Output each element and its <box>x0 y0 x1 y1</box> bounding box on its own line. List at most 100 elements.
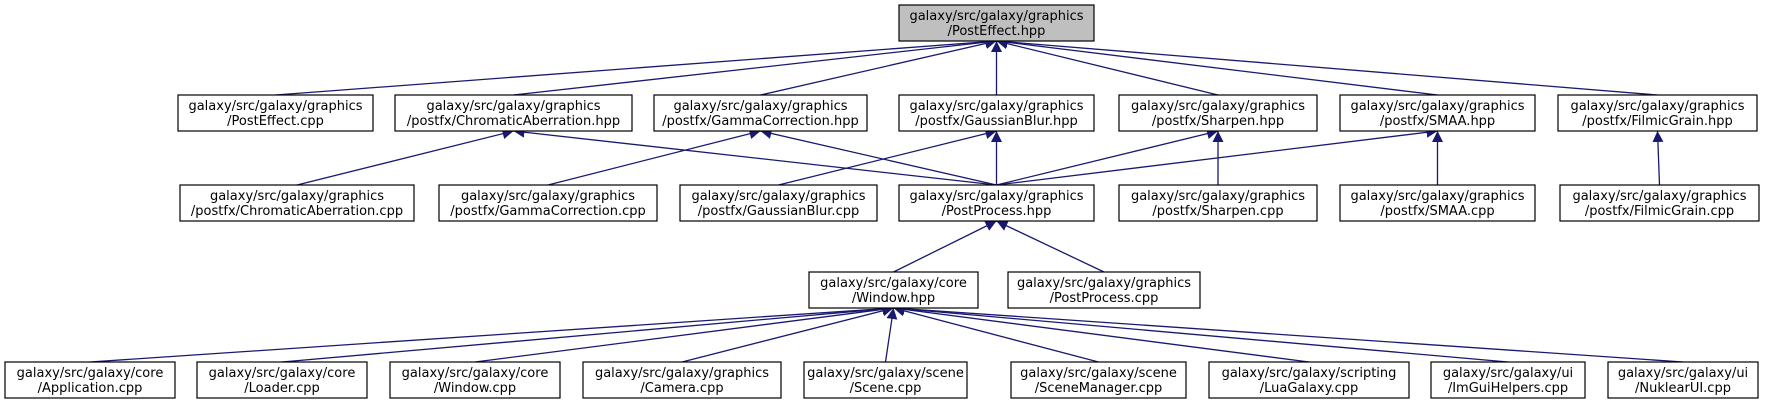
node-nuklearui-cpp[interactable]: galaxy/src/galaxy/ui/NuklearUI.cpp <box>1607 361 1759 399</box>
edge-window-hpp-to-postprocess-hpp <box>893 220 997 273</box>
edge-postprocess-hpp-to-smaa-hpp <box>996 126 1438 186</box>
edge-line <box>996 36 1438 96</box>
edge-line <box>884 307 898 363</box>
node-postprocess-cpp[interactable]: galaxy/src/galaxy/graphics/PostProcess.c… <box>1007 271 1201 309</box>
node-label-line2: /postfx/FilmicGrain.cpp <box>1585 204 1734 219</box>
node-label-line2: /PostProcess.cpp <box>1050 291 1159 306</box>
node-label-line1: galaxy/src/galaxy/ui <box>1443 366 1573 381</box>
node-box <box>898 184 1095 222</box>
node-label-line2: /postfx/GaussianBlur.hpp <box>915 114 1078 129</box>
node-label-line2: /NuklearUI.cpp <box>1635 381 1731 396</box>
node-label-line2: /postfx/Sharpen.cpp <box>1152 204 1283 219</box>
node-box <box>653 94 868 132</box>
node-label-line1: galaxy/src/galaxy/scene <box>1020 366 1177 381</box>
edge-luagalaxy-cpp-to-window-hpp <box>893 303 1310 363</box>
node-label-line1: galaxy/src/galaxy/graphics <box>909 189 1083 204</box>
node-box <box>1339 184 1536 222</box>
edge-line <box>89 303 894 363</box>
node-box <box>196 361 368 399</box>
edge-window-cpp-to-window-hpp <box>474 303 894 363</box>
edge-gamma-cpp-to-gamma-hpp <box>547 128 761 186</box>
node-postprocess-hpp[interactable]: galaxy/src/galaxy/graphics/PostProcess.h… <box>898 184 1095 222</box>
node-label-line2: /postfx/ChromaticAberration.cpp <box>191 204 403 219</box>
edge-filmic-hpp-to-posteffect-hpp <box>996 36 1658 96</box>
edge-line <box>1652 130 1664 186</box>
node-label-line2: /PostProcess.hpp <box>942 204 1052 219</box>
edge-scenemanager-cpp-to-window-hpp <box>893 305 1099 363</box>
edge-camera-cpp-to-window-hpp <box>681 305 894 363</box>
node-gaussian-hpp[interactable]: galaxy/src/galaxy/graphics/postfx/Gaussi… <box>898 94 1095 132</box>
node-label-line1: galaxy/src/galaxy/core <box>209 366 356 381</box>
node-scenemanager-cpp[interactable]: galaxy/src/galaxy/scene/SceneManager.cpp <box>1010 361 1187 399</box>
node-box <box>803 361 968 399</box>
edge-scene-cpp-to-window-hpp <box>884 307 898 363</box>
node-smaa-cpp[interactable]: galaxy/src/galaxy/graphics/postfx/SMAA.c… <box>1339 184 1536 222</box>
node-smaa-hpp[interactable]: galaxy/src/galaxy/graphics/postfx/SMAA.h… <box>1339 94 1536 132</box>
node-camera-cpp[interactable]: galaxy/src/galaxy/graphics/Camera.cpp <box>582 361 782 399</box>
edge-sharpen-hpp-to-posteffect-hpp <box>996 38 1219 96</box>
edge-chromatic-cpp-to-chromatic-hpp <box>296 128 514 186</box>
edges-layer <box>89 36 1684 363</box>
node-label-line1: galaxy/src/galaxy/graphics <box>691 189 865 204</box>
node-gaussian-cpp[interactable]: galaxy/src/galaxy/graphics/postfx/Gaussi… <box>679 184 878 222</box>
edge-line <box>778 128 997 186</box>
node-scene-cpp[interactable]: galaxy/src/galaxy/scene/Scene.cpp <box>803 361 968 399</box>
edge-postprocess-hpp-to-gamma-hpp <box>760 128 997 186</box>
node-luagalaxy-cpp[interactable]: galaxy/src/galaxy/scripting/LuaGalaxy.cp… <box>1208 361 1410 399</box>
node-filmic-hpp[interactable]: galaxy/src/galaxy/graphics/postfx/Filmic… <box>1557 94 1758 132</box>
node-chromatic-hpp[interactable]: galaxy/src/galaxy/graphics/postfx/Chroma… <box>394 94 633 132</box>
edge-gamma-hpp-to-posteffect-hpp <box>760 38 997 96</box>
node-window-cpp[interactable]: galaxy/src/galaxy/core/Window.cpp <box>389 361 561 399</box>
node-label-line1: galaxy/src/galaxy/graphics <box>1350 189 1524 204</box>
node-label-line2: /SceneManager.cpp <box>1035 381 1163 396</box>
node-label-line1: galaxy/src/galaxy/graphics <box>1017 276 1191 291</box>
node-label-line1: galaxy/src/galaxy/graphics <box>1570 99 1744 114</box>
node-label-line1: galaxy/src/galaxy/graphics <box>426 99 600 114</box>
node-label-line2: /LuaGalaxy.cpp <box>1260 381 1359 396</box>
node-label-line2: /postfx/SMAA.hpp <box>1380 114 1495 129</box>
node-imguihelpers-cpp[interactable]: galaxy/src/galaxy/ui/ImGuiHelpers.cpp <box>1430 361 1586 399</box>
node-label-line1: galaxy/src/galaxy/scripting <box>1222 366 1397 381</box>
edge-filmic-cpp-to-filmic-hpp <box>1652 130 1664 186</box>
edge-nuklearui-cpp-to-window-hpp <box>893 303 1684 363</box>
edge-line <box>513 36 997 96</box>
edge-line <box>893 303 1684 363</box>
node-box <box>582 361 782 399</box>
node-label-line1: galaxy/src/galaxy/graphics <box>909 99 1083 114</box>
edge-smaa-hpp-to-posteffect-hpp <box>996 36 1438 96</box>
node-posteffect-hpp[interactable]: galaxy/src/galaxy/graphics/PostEffect.hp… <box>898 4 1095 42</box>
edge-posteffect-cpp-to-posteffect-hpp <box>275 36 997 96</box>
node-posteffect-cpp[interactable]: galaxy/src/galaxy/graphics/PostEffect.cp… <box>177 94 374 132</box>
node-label-line1: galaxy/src/galaxy/graphics <box>1131 189 1305 204</box>
node-sharpen-cpp[interactable]: galaxy/src/galaxy/graphics/postfx/Sharpe… <box>1118 184 1318 222</box>
node-label-line2: /postfx/ChromaticAberration.hpp <box>407 114 620 129</box>
node-label-line2: /ImGuiHelpers.cpp <box>1448 381 1568 396</box>
node-sharpen-hpp[interactable]: galaxy/src/galaxy/graphics/postfx/Sharpe… <box>1118 94 1318 132</box>
edge-line <box>996 126 1438 186</box>
node-gamma-hpp[interactable]: galaxy/src/galaxy/graphics/postfx/GammaC… <box>653 94 868 132</box>
node-window-hpp[interactable]: galaxy/src/galaxy/core/Window.hpp <box>808 271 979 309</box>
edge-line <box>893 220 997 273</box>
node-label-line1: galaxy/src/galaxy/scene <box>807 366 964 381</box>
node-application-cpp[interactable]: galaxy/src/galaxy/core/Application.cpp <box>4 361 176 399</box>
node-loader-cpp[interactable]: galaxy/src/galaxy/core/Loader.cpp <box>196 361 368 399</box>
node-label-line2: /PostEffect.cpp <box>227 114 324 129</box>
node-gamma-cpp[interactable]: galaxy/src/galaxy/graphics/postfx/GammaC… <box>438 184 658 222</box>
node-box <box>1208 361 1410 399</box>
node-chromatic-cpp[interactable]: galaxy/src/galaxy/graphics/postfx/Chroma… <box>179 184 415 222</box>
edge-line <box>296 128 514 186</box>
node-box <box>898 94 1095 132</box>
node-label-line2: /Window.hpp <box>852 291 935 306</box>
edge-line <box>996 38 1219 96</box>
edge-postprocess-cpp-to-postprocess-hpp <box>996 220 1105 273</box>
nodes-layer: galaxy/src/galaxy/graphics/PostEffect.hp… <box>4 4 1760 399</box>
node-box <box>177 94 374 132</box>
node-label-line2: /postfx/GammaCorrection.cpp <box>450 204 645 219</box>
node-box <box>679 184 878 222</box>
node-box <box>1118 94 1318 132</box>
edge-chromatic-hpp-to-posteffect-hpp <box>513 36 997 96</box>
node-box <box>1557 94 1758 132</box>
node-box <box>1118 184 1318 222</box>
node-box <box>4 361 176 399</box>
node-filmic-cpp[interactable]: galaxy/src/galaxy/graphics/postfx/Filmic… <box>1559 184 1760 222</box>
